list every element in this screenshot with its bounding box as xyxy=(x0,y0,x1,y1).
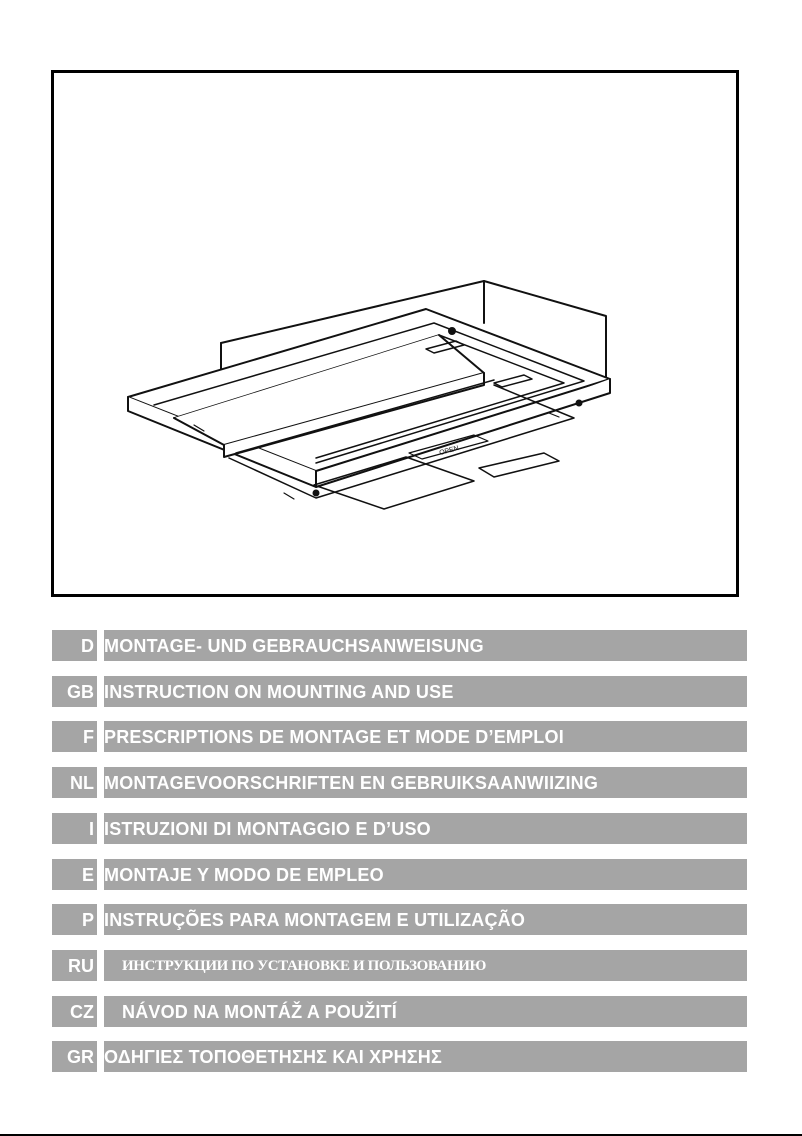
language-code: GR xyxy=(67,1047,94,1067)
separator xyxy=(97,859,104,890)
language-title: ИНСТРУКЦИИ ПО УСТАНОВКЕ И ПОЛЬЗОВАНИЮ xyxy=(122,958,487,974)
cover-illustration-frame: OPEN xyxy=(51,70,739,597)
language-code: NL xyxy=(70,773,94,793)
language-row-nl: NL MONTAGEVOORSCHRIFTEN EN GEBRUIKSAANWI… xyxy=(52,767,747,798)
language-title: INSTRUCTION ON MOUNTING AND USE xyxy=(104,682,454,702)
separator xyxy=(97,630,104,661)
language-title: NÁVOD NA MONTÁŽ A POUŽITÍ xyxy=(122,1002,397,1022)
language-row-d: D MONTAGE- UND GEBRAUCHSANWEISUNG xyxy=(52,630,747,661)
bottom-rule xyxy=(0,1134,802,1136)
language-row-f: F PRESCRIPTIONS DE MONTAGE ET MODE D’EMP… xyxy=(52,721,747,752)
language-row-p: P INSTRUÇÕES PARA MONTAGEM E UTILIZAÇÃO xyxy=(52,904,747,935)
language-row-gr: GR ΟΔΗΓΙΕΣ ΤΟΠΟΘΕΤΗΣΗΣ ΚΑΙ ΧΡΗΣΗΣ xyxy=(52,1041,747,1072)
separator xyxy=(97,767,104,798)
separator xyxy=(97,813,104,844)
language-title: ΟΔΗΓΙΕΣ ΤΟΠΟΘΕΤΗΣΗΣ ΚΑΙ ΧΡΗΣΗΣ xyxy=(104,1047,442,1067)
language-code: E xyxy=(81,865,94,885)
language-code: P xyxy=(81,910,94,930)
language-code: I xyxy=(88,819,94,839)
language-code: RU xyxy=(68,956,94,976)
separator xyxy=(97,996,104,1027)
separator xyxy=(97,904,104,935)
language-code: CZ xyxy=(70,1002,94,1022)
language-row-gb: GB INSTRUCTION ON MOUNTING AND USE xyxy=(52,676,747,707)
separator xyxy=(97,950,104,981)
range-hood-illustration: OPEN xyxy=(127,280,611,510)
language-title: MONTAGEVOORSCHRIFTEN EN GEBRUIKSAANWIIZI… xyxy=(104,773,599,793)
language-code: GB xyxy=(67,682,94,702)
language-title: MONTAJE Y MODO DE EMPLEO xyxy=(104,865,384,885)
language-title: ISTRUZIONI DI MONTAGGIO E D’USO xyxy=(104,819,431,839)
language-row-cz: CZ NÁVOD NA MONTÁŽ A POUŽITÍ xyxy=(52,996,747,1027)
language-title: MONTAGE- UND GEBRAUCHSANWEISUNG xyxy=(104,636,484,656)
separator xyxy=(97,1041,104,1072)
language-title: PRESCRIPTIONS DE MONTAGE ET MODE D’EMPLO… xyxy=(104,727,564,747)
separator xyxy=(97,721,104,752)
panel-label: OPEN xyxy=(439,445,460,457)
language-row-ru: RU ИНСТРУКЦИИ ПО УСТАНОВКЕ И ПОЛЬЗОВАНИЮ xyxy=(52,950,747,981)
language-code: D xyxy=(81,636,94,656)
language-title: INSTRUÇÕES PARA MONTAGEM E UTILIZAÇÃO xyxy=(104,910,526,930)
language-row-e: E MONTAJE Y MODO DE EMPLEO xyxy=(52,859,747,890)
language-code: F xyxy=(83,727,94,747)
separator xyxy=(97,676,104,707)
language-row-i: I ISTRUZIONI DI MONTAGGIO E D’USO xyxy=(52,813,747,844)
